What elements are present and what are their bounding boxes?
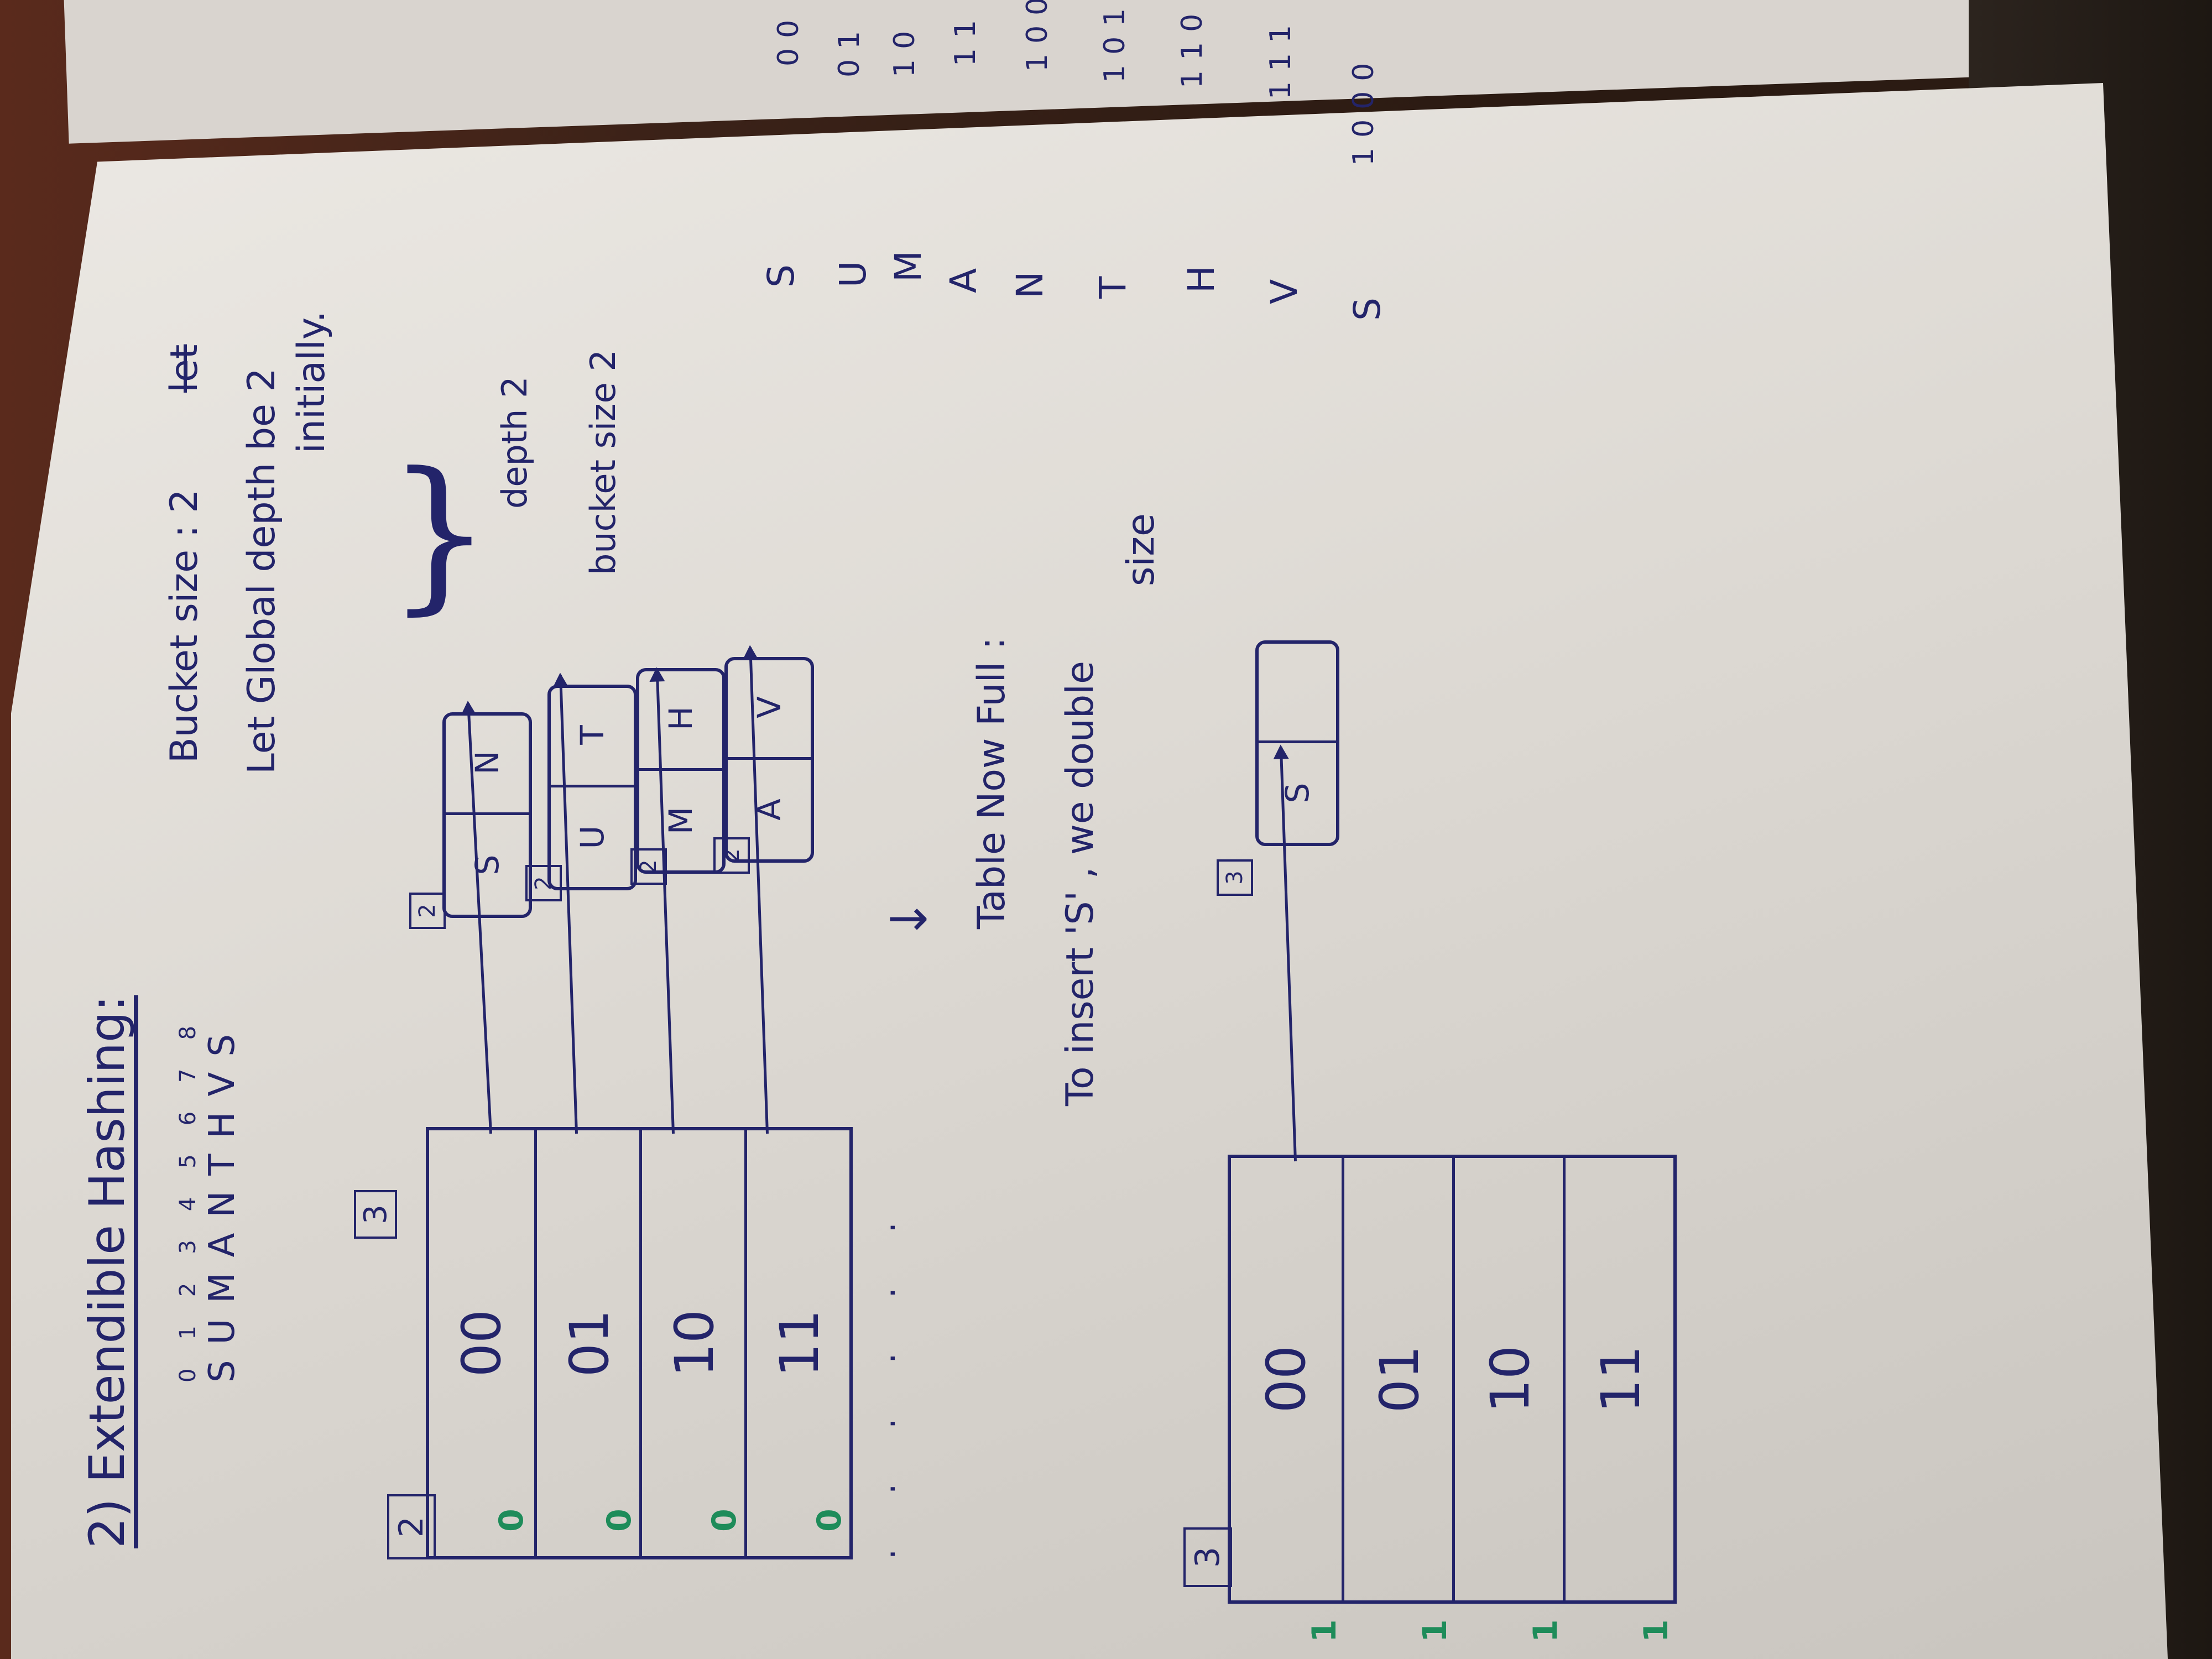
bucket: A V [724,657,814,863]
hash-letter: M [887,251,930,282]
notebook-page [11,83,2168,1659]
hash-code: 01 [833,20,866,77]
bucket-slot: S [1279,782,1316,804]
hash-code: 100 [1021,0,1054,72]
hash-code: 1000 [1347,53,1380,166]
global-depth-note: Let Global depth be 2 [240,368,284,774]
directory-entry: 01 [534,1130,642,1556]
bucket-slot: A [750,799,788,821]
bucket-slot [1259,641,1336,743]
hash-letter: A [942,268,985,293]
directory-entry: 00 [451,1309,513,1378]
directory-entry: 00 [1255,1345,1317,1413]
dashed-connector: · · · · · · [874,1200,912,1559]
bucket-slot: N [446,713,529,815]
green-mark: 0 [492,1509,531,1532]
bucket-slot: M [662,806,700,835]
green-mark: 0 [705,1509,744,1532]
bucket-slot: T [551,685,634,787]
size-note: size [1119,513,1163,586]
struck-word: let [163,344,206,393]
hash-letter: T [1092,276,1134,299]
directory-table-1: 00 01 10 11 [426,1127,853,1559]
bucket: S N [442,712,532,918]
bucket: U T [547,685,637,890]
new-global-depth-box: 3 [354,1190,397,1239]
key-string: SUMANTHVS [202,1019,243,1383]
bucket-slot: U [573,825,611,849]
hash-code: 00 [772,9,805,66]
brace-size-label: bucket size 2 [583,349,623,575]
hash-code: 10 [888,20,921,77]
down-arrow: ↓ [880,898,938,940]
hash-code: 11 [949,9,982,66]
hash-letter: U [832,260,874,288]
directory-entry: 11 [744,1130,852,1556]
bucket-slot: H [639,669,722,771]
hash-letter: V [1263,279,1306,304]
directory-table-2: 00 01 10 11 [1228,1155,1677,1604]
bucket-slot: S [468,854,506,875]
key-indices: 012345678 [175,997,201,1383]
green-mark: 1 [1305,1619,1344,1642]
hash-letter: H [1180,265,1223,293]
page-title: 2) Extendible Hashing: [79,995,135,1548]
green-mark: 1 [1637,1619,1676,1642]
directory-entry: 01 [1342,1158,1455,1600]
local-depth-box: 2 [409,893,446,929]
bucket-size-note: Bucket size : 2 [163,489,206,763]
green-mark: 1 [1416,1619,1454,1642]
green-mark: 0 [810,1509,849,1532]
hash-code: 101 [1098,0,1131,83]
hash-letter: N [1009,271,1051,299]
directory-entry: 11 [1563,1158,1676,1600]
hash-letter: S [1346,298,1389,321]
global-depth-note-2: initially. [290,310,333,453]
hash-letter: S [760,264,802,288]
directory-entry: 10 [1452,1158,1566,1600]
local-depth-box: 3 [1217,859,1253,896]
brace-depth-label: depth 2 [494,376,535,509]
directory-entry: 10 [639,1130,747,1556]
hash-code: 111 [1264,14,1297,100]
green-mark: 0 [600,1509,639,1532]
table-full-note: Table Now Full : [970,637,1014,929]
global-depth-box-2: 3 [1183,1527,1232,1587]
curly-brace: } [387,437,492,630]
hash-code: 110 [1176,3,1209,88]
bucket: M H [636,668,726,874]
double-size-note: To insert 'S' , we double [1058,661,1102,1106]
bucket-slot: V [728,658,811,760]
green-mark: 1 [1526,1619,1565,1642]
bucket: S [1255,640,1339,846]
